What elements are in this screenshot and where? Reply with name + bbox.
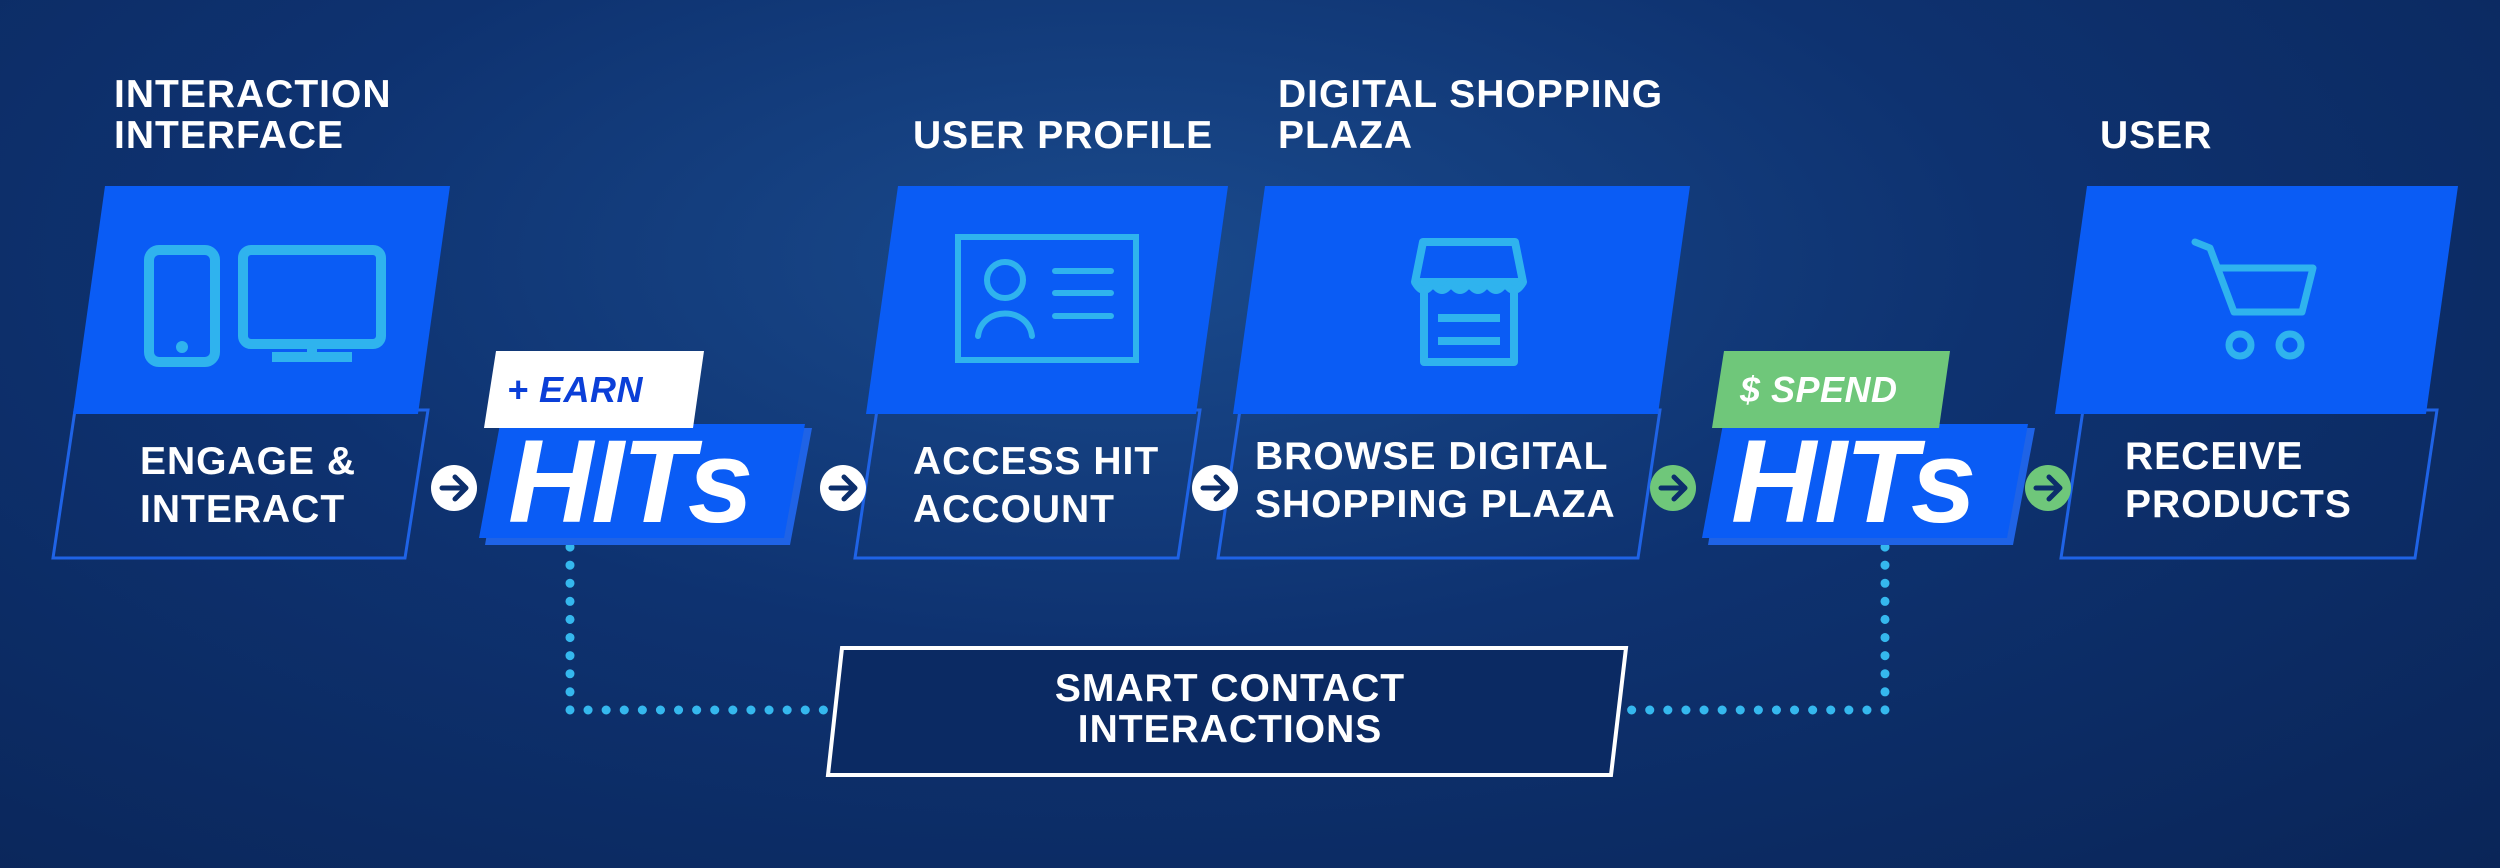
storefront-icon bbox=[1411, 238, 1527, 366]
dotted-connector-left bbox=[565, 542, 845, 715]
smart-label-line: SMART CONTACT bbox=[1054, 667, 1406, 710]
stage-label-line: ENGAGE & bbox=[140, 440, 357, 483]
stage-label-line: ACCOUNT bbox=[913, 488, 1115, 531]
arrow-icon bbox=[1650, 465, 1696, 511]
dotted-connector-right bbox=[1610, 542, 1890, 715]
arrow-icon bbox=[1192, 465, 1238, 511]
heading-line: INTERACTION bbox=[114, 73, 392, 116]
heading-digital-shopping-plaza: DIGITAL SHOPPING PLAZA bbox=[1278, 74, 1663, 156]
arrow-icon bbox=[2025, 465, 2071, 511]
stage-4-label: RECEIVE PRODUCTS bbox=[2125, 433, 2352, 529]
stage-label-line: BROWSE DIGITAL bbox=[1255, 435, 1609, 478]
stage-label-line: INTERACT bbox=[140, 488, 346, 531]
stage-2-label: ACCESS HIT ACCOUNT bbox=[913, 438, 1159, 534]
earn-tag: + EARN bbox=[507, 369, 644, 410]
heading-user: USER bbox=[2100, 115, 2212, 156]
arrow-icon bbox=[431, 465, 477, 511]
stage-4-panel bbox=[2055, 186, 2458, 414]
heading-interaction-interface: INTERACTION INTERFACE bbox=[114, 74, 392, 156]
profile-card-icon bbox=[955, 234, 1139, 363]
stage-label-line: RECEIVE bbox=[2125, 435, 2304, 478]
smart-label-line: INTERACTIONS bbox=[1077, 708, 1383, 751]
smart-contact-label: SMART CONTACT INTERACTIONS bbox=[980, 668, 1480, 750]
earn-hits-panel bbox=[479, 424, 805, 538]
heading-line: INTERFACE bbox=[114, 114, 345, 157]
heading-line: DIGITAL SHOPPING bbox=[1278, 73, 1664, 116]
stage-1-label: ENGAGE & INTERACT bbox=[140, 438, 356, 534]
spend-tag-bg bbox=[1712, 351, 1950, 428]
spend-hits-label: HITs bbox=[1731, 416, 1976, 548]
devices-icon bbox=[144, 245, 386, 367]
spend-hits-panel bbox=[1702, 424, 2028, 538]
spend-tag: $ SPEND bbox=[1740, 369, 1898, 410]
heading-line: PLAZA bbox=[1278, 114, 1413, 157]
arrow-icon bbox=[820, 465, 866, 511]
shopping-cart-icon bbox=[2191, 238, 2317, 360]
stage-label-line: ACCESS HIT bbox=[913, 440, 1160, 483]
smart-contact-box bbox=[825, 646, 1629, 777]
stage-1-panel bbox=[73, 186, 450, 414]
stage-2-panel bbox=[866, 186, 1228, 414]
heading-line: USER bbox=[2100, 114, 2213, 157]
heading-user-profile: USER PROFILE bbox=[913, 115, 1213, 156]
heading-line: USER PROFILE bbox=[913, 114, 1214, 157]
stage-3-panel bbox=[1233, 186, 1690, 414]
earn-tag-bg bbox=[484, 351, 704, 428]
stage-label-line: PRODUCTS bbox=[2125, 483, 2352, 526]
stage-label-line: SHOPPING PLAZA bbox=[1255, 483, 1616, 526]
stage-3-label: BROWSE DIGITAL SHOPPING PLAZA bbox=[1255, 433, 1616, 529]
earn-hits-label: HITs bbox=[508, 416, 753, 548]
